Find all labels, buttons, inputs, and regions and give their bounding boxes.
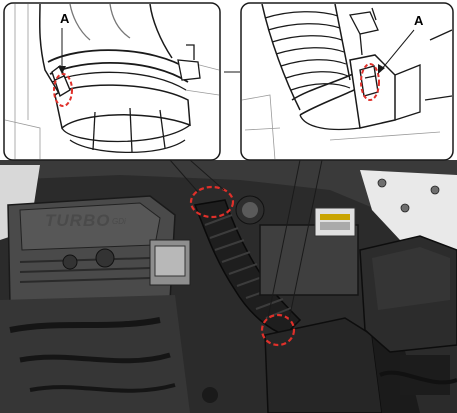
- engine-cover-label: TURBO: [45, 211, 110, 230]
- right-inset-callout-label: A: [414, 13, 424, 28]
- detail-inset-right: A: [240, 2, 454, 161]
- engine-lower-components: [0, 239, 218, 413]
- left-inset-clip-highlight: [53, 73, 73, 107]
- detail-inset-left: A: [3, 2, 221, 161]
- right-inset-clip-highlight: [360, 63, 380, 101]
- reservoir-cap: [235, 195, 265, 225]
- air-intake-hose: [193, 199, 302, 336]
- upper-clamp-highlight: [189, 185, 235, 219]
- engine-bay-photo: TURBO GDi: [0, 160, 457, 413]
- engine-cover: TURBO GDi: [7, 195, 176, 306]
- battery: [259, 207, 359, 296]
- right-inset-callout-arrow: [380, 29, 415, 71]
- inset-leader-lines: [169, 71, 323, 321]
- engine-cover-sublabel: GDi: [112, 217, 126, 226]
- fuse-box: [359, 235, 457, 395]
- lower-clamp-highlight: [260, 313, 296, 347]
- left-inset-callout-label: A: [60, 11, 70, 26]
- fastener-bolts: [377, 178, 440, 213]
